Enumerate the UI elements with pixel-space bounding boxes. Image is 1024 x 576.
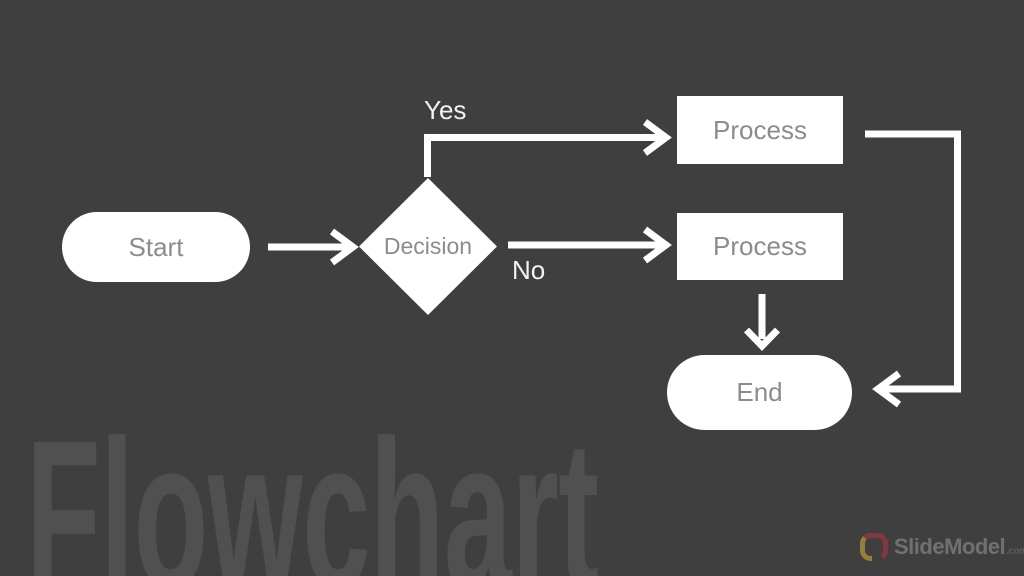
decision-node-label: Decision	[383, 233, 473, 259]
arrow-process-top-to-end	[865, 130, 961, 393]
start-node: Start	[62, 212, 250, 282]
arrowhead-decision-to-process-top	[642, 119, 672, 156]
arrow-decision-to-process-top	[424, 134, 660, 177]
watermark-title: Flowchart	[26, 396, 599, 576]
end-node-label: End	[736, 377, 783, 407]
end-node: End	[667, 355, 852, 430]
arrowhead-process-mid-to-end	[743, 327, 781, 352]
arrowhead-process-top-to-end	[872, 370, 902, 408]
brand-suffix: .com	[1006, 546, 1024, 557]
yes-edge-label: Yes	[424, 95, 467, 125]
start-node-label: Start	[128, 231, 184, 262]
slidemodel-icon	[860, 533, 888, 561]
arrowhead-start-to-decision	[329, 228, 359, 266]
process-top-node: Process	[677, 96, 843, 164]
decision-node: Decision	[359, 178, 497, 315]
arrowhead-decision-to-process-mid	[642, 226, 672, 264]
brand-name: SlideModel	[894, 534, 1006, 559]
process-mid-node-label: Process	[713, 231, 807, 261]
no-edge-label: No	[512, 255, 546, 285]
process-mid-node: Process	[677, 213, 843, 280]
slidemodel-logo: SlideModel .com	[858, 531, 1024, 563]
process-top-node-label: Process	[713, 114, 807, 145]
decision-diamond-shape	[359, 178, 497, 315]
